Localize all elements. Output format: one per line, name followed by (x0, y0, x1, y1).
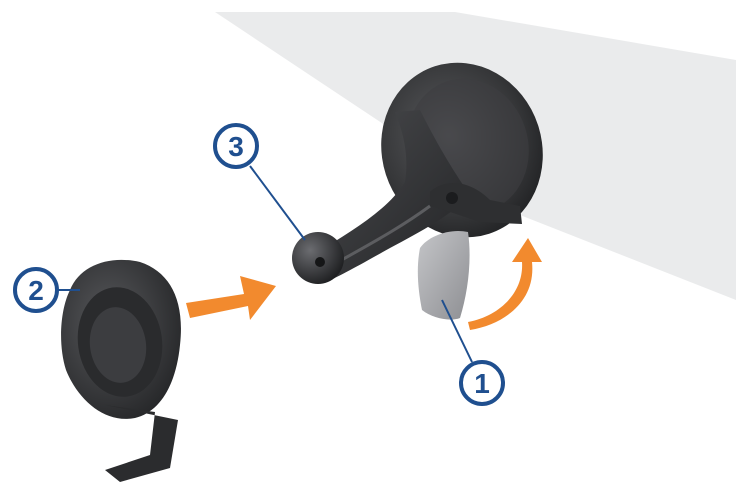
callout-2-label: 2 (28, 275, 44, 306)
lever-pivot (446, 192, 458, 204)
callout-1-label: 1 (474, 368, 490, 399)
device-cradle (61, 259, 181, 482)
callout-1-leader (441, 299, 473, 363)
suction-lever (417, 230, 470, 320)
curved-arrow-up-icon (468, 238, 542, 330)
callout-2: 2 (13, 267, 59, 313)
arrow-right-icon (186, 276, 276, 320)
callout-3: 3 (213, 123, 259, 169)
callout-3-label: 3 (228, 131, 244, 162)
arm-ridge (337, 204, 431, 264)
callout-3-leader (249, 165, 306, 241)
ball-marking (315, 257, 325, 267)
mount-arm (318, 110, 470, 282)
callout-1: 1 (459, 360, 505, 406)
